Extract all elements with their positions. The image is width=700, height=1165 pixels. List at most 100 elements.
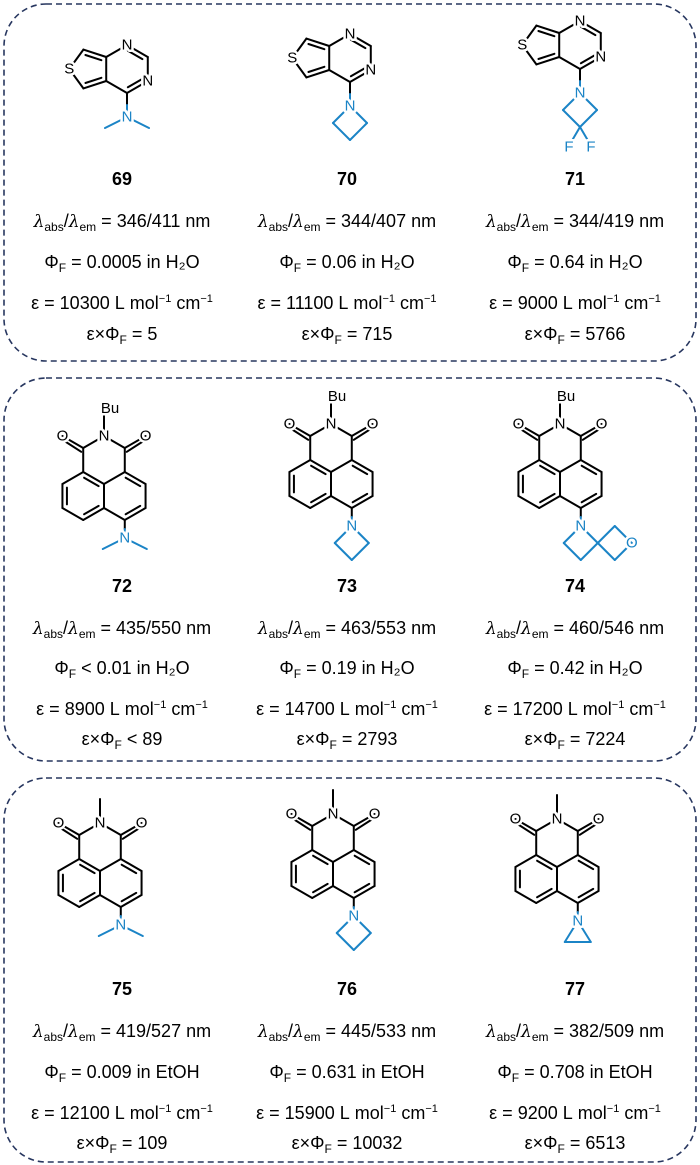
epsilon-symbol: ε: [301, 324, 310, 344]
em-subscript: em: [303, 1030, 321, 1044]
equals-sign: =: [100, 1021, 112, 1041]
bond: [613, 542, 633, 561]
atom-label-n: N: [142, 73, 153, 90]
exponent: −1: [425, 699, 438, 711]
double-bond-line: [312, 854, 329, 866]
compound-id: 73: [336, 576, 358, 596]
compound-id: 71: [564, 169, 586, 189]
lambda-symbol: λ: [485, 212, 497, 232]
brightness-value: 109: [137, 1133, 168, 1153]
bond: [535, 24, 561, 34]
atom-label-bu: Bu: [101, 400, 119, 417]
double-bond-line: [125, 440, 145, 453]
wavelength-line: λabs/λem=463/553 nm: [232, 617, 462, 640]
wavelength-values: 344/419 nm: [569, 211, 665, 231]
wavelength-values: 460/546 nm: [569, 618, 665, 638]
bond: [311, 885, 334, 899]
double-bond-line: [120, 891, 138, 903]
solvent: H₂O: [155, 658, 190, 678]
bond: [349, 122, 368, 141]
times-sign: ×: [532, 1133, 544, 1153]
em-subscript: em: [79, 220, 97, 234]
wavelength-line: λabs/λem=435/550 nm: [7, 617, 237, 640]
bond: [535, 890, 558, 904]
atom-label-n: N: [575, 85, 586, 102]
exponent: −1: [383, 699, 397, 711]
solvent: EtOH: [380, 1062, 425, 1082]
compound-id: 76: [336, 979, 358, 999]
panel-frame-3: [3, 777, 697, 1163]
bond: [61, 507, 85, 521]
atom-label-o: O: [626, 535, 638, 552]
equals-sign: =: [101, 211, 112, 231]
lambda-symbol: λ: [293, 1022, 304, 1042]
quantum-yield-value: 0.01: [96, 658, 132, 678]
quantum-yield-value: 0.708: [539, 1062, 585, 1082]
double-bond-line: [579, 25, 597, 37]
unit-l: L: [339, 1103, 350, 1123]
unit-cm: cm: [176, 1103, 201, 1123]
double-bond-line: [516, 823, 536, 836]
relation-sign: =: [71, 252, 82, 272]
bond: [514, 854, 538, 868]
atom-label-bu: Bu: [328, 388, 346, 405]
bond: [330, 423, 353, 437]
atom-label-f: F: [564, 139, 573, 156]
epsilon-value: 9000: [517, 293, 558, 313]
unit-mol: mol: [577, 1103, 607, 1123]
bond: [562, 525, 582, 544]
phi-symbol: Φ: [543, 1133, 558, 1153]
em-subscript: em: [531, 220, 549, 234]
panel-frame-1: [3, 3, 697, 362]
bond: [556, 890, 579, 904]
relation-sign: =: [569, 1133, 581, 1153]
exponent: −1: [648, 293, 661, 305]
atom-label-n: N: [119, 530, 130, 547]
times-sign: ×: [94, 324, 106, 344]
double-bond-line: [349, 38, 367, 50]
brightness-line: ε×ΦF=2793: [232, 728, 462, 751]
bond: [103, 507, 126, 521]
abs-subscript: abs: [268, 1030, 289, 1044]
equals-sign: =: [270, 293, 282, 313]
em-subscript: em: [531, 627, 549, 641]
exponent: −1: [611, 699, 625, 711]
atom-label-n: N: [95, 815, 106, 832]
abs-subscript: abs: [496, 1030, 517, 1044]
abs-subscript: abs: [268, 627, 289, 641]
bond: [328, 69, 351, 83]
equals-sign: =: [325, 211, 337, 231]
wavelength-values: 382/509 nm: [569, 1021, 665, 1041]
bond: [123, 471, 147, 485]
relation-sign: <: [126, 729, 138, 749]
f-subscript: F: [68, 667, 77, 681]
epsilon-value: 14700: [284, 699, 335, 719]
bond: [57, 894, 81, 908]
in-word: in: [589, 1062, 604, 1082]
lambda-symbol: λ: [293, 212, 304, 232]
bond: [350, 495, 374, 509]
bond: [290, 849, 314, 863]
double-bond-line: [537, 29, 556, 38]
bond: [352, 849, 376, 863]
compound-id: 77: [564, 979, 586, 999]
bond: [538, 423, 561, 437]
relation-sign: =: [131, 324, 143, 344]
wavelength-line: λabs/λem=460/546 nm: [460, 617, 690, 640]
solvent: H₂O: [165, 252, 200, 272]
exponent: −1: [382, 293, 395, 305]
wavelength-values: 346/411 nm: [116, 211, 211, 231]
bond: [311, 849, 334, 863]
atom-label-s: S: [287, 50, 297, 67]
bond: [332, 105, 351, 124]
bond: [332, 813, 355, 827]
bond: [579, 459, 603, 473]
lambda-symbol: λ: [521, 212, 532, 232]
epsilon-symbol: ε: [489, 293, 498, 313]
phi-symbol: Φ: [269, 1062, 284, 1082]
exponent: −1: [200, 293, 213, 305]
bond: [576, 854, 600, 868]
